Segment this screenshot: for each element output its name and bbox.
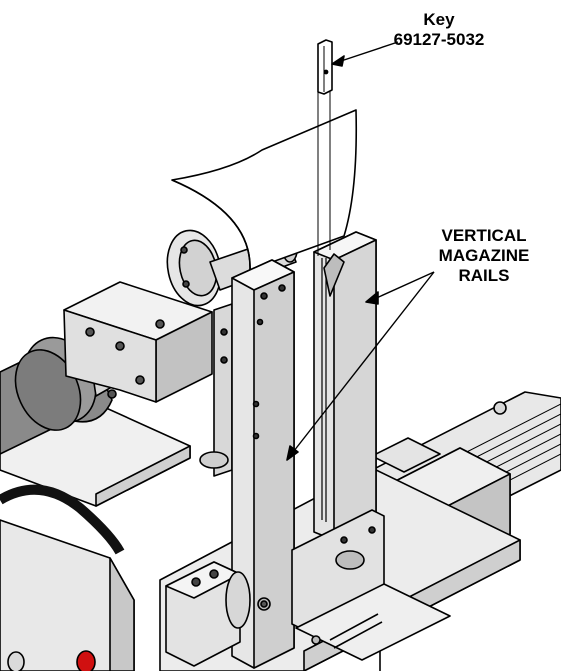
rails-callout-label: VERTICAL MAGAZINE RAILS [418,226,550,286]
cable [0,484,125,555]
key-part-number: 69127-5032 [393,30,485,49]
rails-callout-line2: MAGAZINE [438,246,530,265]
control-box [0,519,135,671]
key-callout-label: Key 69127-5032 [384,10,494,50]
rails-callout-line1: VERTICAL [441,226,527,245]
curved-guide-sheet [171,109,358,271]
key-part [317,39,333,95]
rails-callout-line3: RAILS [458,266,510,285]
rails-leader [286,271,435,461]
key-leader [331,41,399,67]
vertical-magazine-rail-left [231,86,331,669]
red-button [76,650,96,671]
key-callout-title: Key [423,10,455,29]
gear-motor [0,281,213,455]
front-block [165,561,251,667]
bottom-bracket [291,509,451,661]
